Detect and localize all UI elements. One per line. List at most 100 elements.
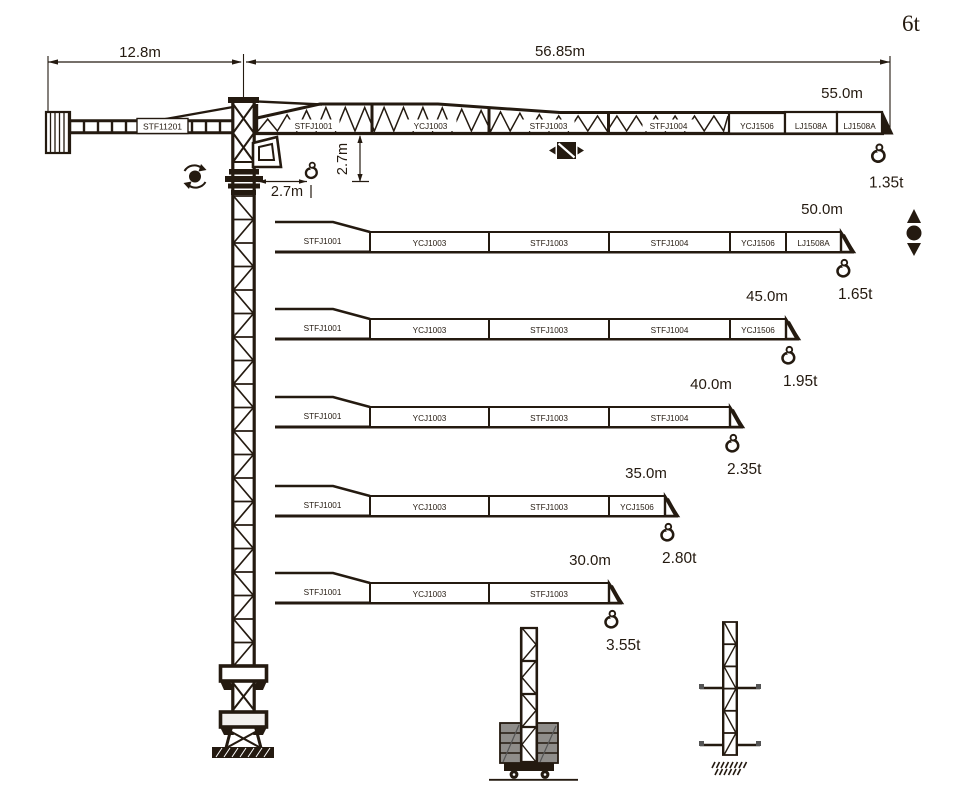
crane-hook-icon (836, 258, 851, 278)
segment-label: YCJ1003 (413, 326, 447, 335)
capacity-label: 1.65t (838, 286, 873, 303)
bogie-frame (504, 763, 554, 771)
jib-length-label: 40.0m (690, 376, 732, 393)
mast-diagonal (232, 289, 255, 315)
jib-length-label: 35.0m (625, 465, 667, 482)
soil-tick (727, 768, 733, 776)
slewing-rotation-icon (183, 164, 207, 189)
segment-label: STFJ1004 (651, 239, 689, 248)
hatch-line (255, 747, 263, 758)
main-jib-tie-bar (247, 99, 323, 106)
mast-diagonal (232, 547, 255, 573)
capacity-label: 3.55t (606, 637, 641, 654)
jib-length-label: 50.0m (801, 201, 843, 218)
segment-label: STFJ1003 (530, 503, 568, 512)
diag (521, 710, 537, 728)
soil-tick (733, 761, 739, 769)
diag (723, 732, 737, 756)
segment-label-bg (404, 119, 457, 131)
crane-hook-icon (604, 609, 619, 629)
jib-length-label: 45.0m (746, 288, 788, 305)
crane-hook-icon (660, 522, 675, 542)
jib-tip-brace (730, 409, 743, 427)
segment-label: STFJ1003 (530, 239, 568, 248)
operator-cab (251, 135, 283, 169)
jib-root-top-chord (275, 307, 371, 321)
mast-diagonal (232, 336, 255, 362)
ground-hatch (711, 761, 748, 776)
soil-tick (736, 768, 742, 776)
jib-tip-brace (609, 585, 622, 603)
hatch-line (215, 747, 223, 758)
mast-diagonal (232, 618, 255, 644)
mast-diagonal (232, 571, 255, 597)
segment-label: YCJ1506 (740, 122, 774, 131)
segment-label: STFJ1001 (304, 501, 342, 510)
mast-diagonal (232, 265, 255, 291)
soil-tick (715, 761, 721, 769)
jib-root-top-chord (275, 395, 371, 409)
jib-root-top-chord (275, 220, 371, 234)
counter-jib-segment-box (136, 117, 189, 135)
mast-diagonal (232, 641, 255, 667)
main-jib-segments: STFJ1001 YCJ1003 STFJ1003 STFJ1004 YCJ1506 LJ… (287, 110, 884, 135)
capacity-label: 1.35t (869, 175, 904, 192)
dim-label-hook-vertical: 2.7m (335, 143, 351, 175)
jib-root-top-chord (275, 484, 371, 498)
segment-label: STFJ1004 (651, 326, 689, 335)
anchored-mast-unit (699, 621, 761, 776)
segment-label: STFJ1004 (651, 414, 689, 423)
mast-diagonal (232, 524, 255, 550)
capacity-label: 1.95t (783, 373, 818, 390)
segment-label: YCJ1003 (413, 503, 447, 512)
dim-label-counter-jib: 12.8m (119, 44, 161, 61)
counter-jib (68, 99, 323, 135)
soil-tick (729, 761, 734, 769)
hook-position-dimensions (258, 135, 369, 198)
diag (521, 726, 537, 745)
mast-diagonal (232, 453, 255, 479)
mast-diagonal (232, 359, 255, 385)
diag (723, 688, 737, 712)
segment-label: YCJ1506 (741, 239, 775, 248)
tower-mast-lattice (232, 195, 255, 667)
segment-label: STFJ1001 (304, 324, 342, 333)
capacity-label: 2.35t (727, 461, 762, 478)
segment-label-bg (522, 119, 575, 131)
jib-length-label: 55.0m (821, 85, 863, 102)
segment-label: STFJ1001 (304, 588, 342, 597)
diag (723, 666, 737, 689)
main-jib-tip (881, 111, 894, 135)
trolley-travel-icon (549, 142, 584, 159)
segment-label: LJ1508A (843, 122, 876, 131)
diag (521, 744, 537, 763)
anchored-mast-lattice (722, 621, 738, 756)
segment-label: STFJ1001 (295, 122, 333, 131)
counter-jib-segment-label: STF11201 (143, 122, 182, 132)
mast-diagonal (232, 500, 255, 526)
soil-tick (711, 761, 716, 769)
segment-label-bg (287, 119, 340, 131)
segment-label: STFJ1004 (650, 122, 688, 131)
segment-label: STFJ1003 (530, 414, 568, 423)
soil-tick (724, 761, 730, 769)
tower-head (228, 97, 259, 668)
capacity-label: 2.80t (662, 550, 697, 567)
segment-label: YCJ1003 (414, 122, 448, 131)
segment-label: STFJ1003 (530, 122, 568, 131)
jib-tip-brace (665, 498, 678, 516)
dimension-lines (47, 54, 891, 131)
corner-capacity-label: 6t (902, 11, 921, 36)
mast-diagonal (232, 477, 255, 503)
segment-label: STFJ1001 (304, 412, 342, 421)
mast-diagonal (232, 242, 255, 268)
mast-diagonal (232, 218, 255, 244)
hatch-line (263, 747, 271, 758)
soil-tick (738, 761, 743, 769)
soil-tick (720, 761, 725, 769)
hatch-line (239, 747, 247, 758)
